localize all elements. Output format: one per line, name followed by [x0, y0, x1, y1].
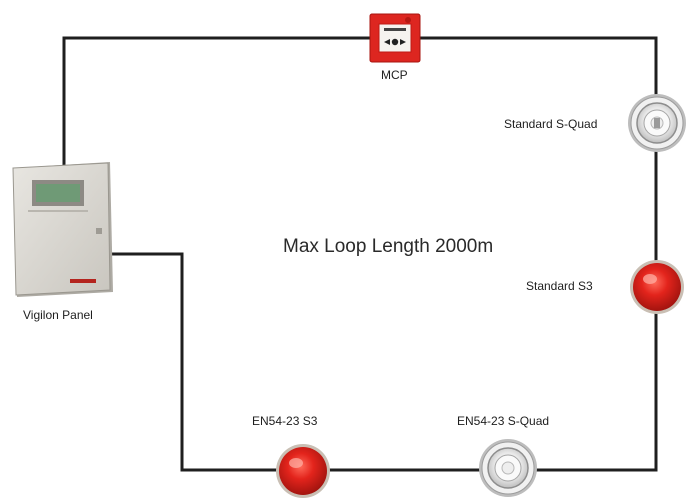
standard-squad-device	[628, 94, 686, 152]
en54-s3-label: EN54-23 S3	[252, 414, 318, 428]
standard-s3-device	[630, 260, 684, 314]
standard-squad-label: Standard S-Quad	[504, 117, 598, 131]
en54-s3-device	[276, 444, 330, 498]
mcp-label: MCP	[381, 68, 408, 82]
en54-squad-device	[479, 439, 537, 497]
en54-squad-label: EN54-23 S-Quad	[457, 414, 550, 428]
vigilon-panel-label: Vigilon Panel	[23, 308, 93, 322]
loop-wire	[62, 36, 658, 472]
mcp-device	[369, 13, 421, 63]
diagram-title: Max Loop Length 2000m	[283, 236, 494, 257]
standard-s3-label: Standard S3	[526, 279, 593, 293]
vigilon-panel-device	[12, 162, 113, 297]
